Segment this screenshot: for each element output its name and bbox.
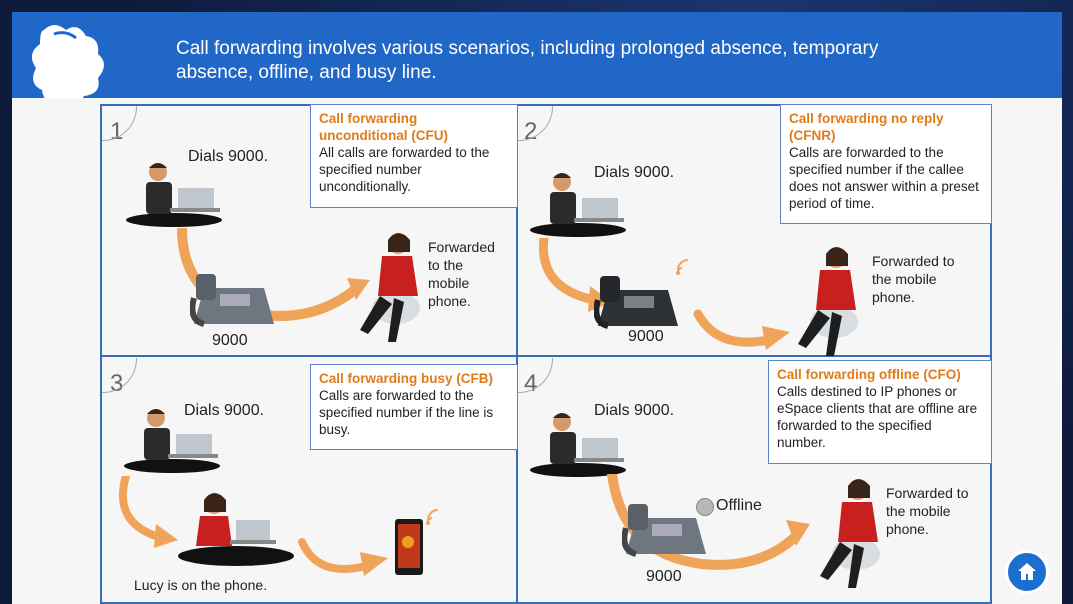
scenario-1-description: All calls are forwarded to the specified… xyxy=(319,145,490,194)
scenario-1-dials: Dials 9000. xyxy=(188,148,269,165)
scenario-3-arrow-a xyxy=(118,476,178,548)
home-button[interactable] xyxy=(1005,550,1049,594)
scenario-4-arrow xyxy=(607,474,810,570)
scenario-3-busy-note: Lucy is on the phone. xyxy=(134,577,268,593)
scenario-4-offline: Offline xyxy=(716,497,762,514)
scenario-1-extension: 9000 xyxy=(212,332,248,349)
scenario-1-forwarded: Forwarded to the mobile phone. xyxy=(428,239,495,309)
scenario-3-dials: Dials 9000. xyxy=(184,402,265,419)
woman-on-phone-icon xyxy=(178,493,294,566)
scenario-2-description: Calls are forwarded to the specified num… xyxy=(789,145,979,211)
scenario-2-title: Call forwarding no reply (CFNR) xyxy=(789,111,944,143)
scenario-4-forwarded: Forwarded to the mobile phone. xyxy=(886,485,969,537)
wifi-signal-icon xyxy=(426,509,439,525)
scenario-2-arrow-b xyxy=(693,309,790,350)
desk-phone-icon xyxy=(622,504,706,557)
scenario-4-description-box: Call forwarding offline (CFO) Calls dest… xyxy=(768,360,992,464)
mobile-phone-icon xyxy=(395,519,423,575)
scenario-2-forwarded: Forwarded to the mobile phone. xyxy=(872,253,955,305)
scenario-3-arrow-b xyxy=(298,538,388,576)
scenario-3-title: Call forwarding busy (CFB) xyxy=(319,371,494,386)
content-area: 1 Call forwarding unconditional (CFU) Al… xyxy=(12,98,1062,604)
home-icon xyxy=(1018,563,1036,580)
scenario-4-box xyxy=(516,355,992,604)
man-at-laptop-icon xyxy=(124,409,220,473)
scenario-2-dials: Dials 9000. xyxy=(594,164,675,181)
man-at-laptop-icon xyxy=(530,173,626,237)
desk-phone-icon xyxy=(190,274,274,327)
scenario-1-description-box: Call forwarding unconditional (CFU) All … xyxy=(310,104,518,208)
header-banner xyxy=(12,12,1062,98)
logo-icon xyxy=(31,25,104,105)
scenario-4-dials: Dials 9000. xyxy=(594,402,675,419)
woman-on-phone-icon xyxy=(820,479,880,588)
scenario-3-description: Calls are forwarded to the specified num… xyxy=(319,388,494,437)
scenario-2-description-box: Call forwarding no reply (CFNR) Calls ar… xyxy=(780,104,992,224)
scenario-1-title: Call forwarding unconditional (CFU) xyxy=(319,111,448,143)
woman-on-phone-icon xyxy=(798,247,858,356)
scenario-3-description-box: Call forwarding busy (CFB) Calls are for… xyxy=(310,364,518,450)
scenario-4-description: Calls destined to IP phones or eSpace cl… xyxy=(777,384,978,450)
offline-status-dot xyxy=(696,498,714,516)
scenario-4-title: Call forwarding offline (CFO) xyxy=(777,367,961,382)
wifi-signal-icon xyxy=(676,259,689,275)
header-text: Call forwarding involves various scenari… xyxy=(176,38,879,83)
scenario-4-extension: 9000 xyxy=(646,568,682,585)
desk-phone-icon xyxy=(594,276,678,329)
scenario-2-extension: 9000 xyxy=(628,328,664,345)
man-at-laptop-icon xyxy=(530,413,626,477)
man-at-laptop-icon xyxy=(126,163,222,227)
woman-on-phone-icon xyxy=(360,233,420,342)
